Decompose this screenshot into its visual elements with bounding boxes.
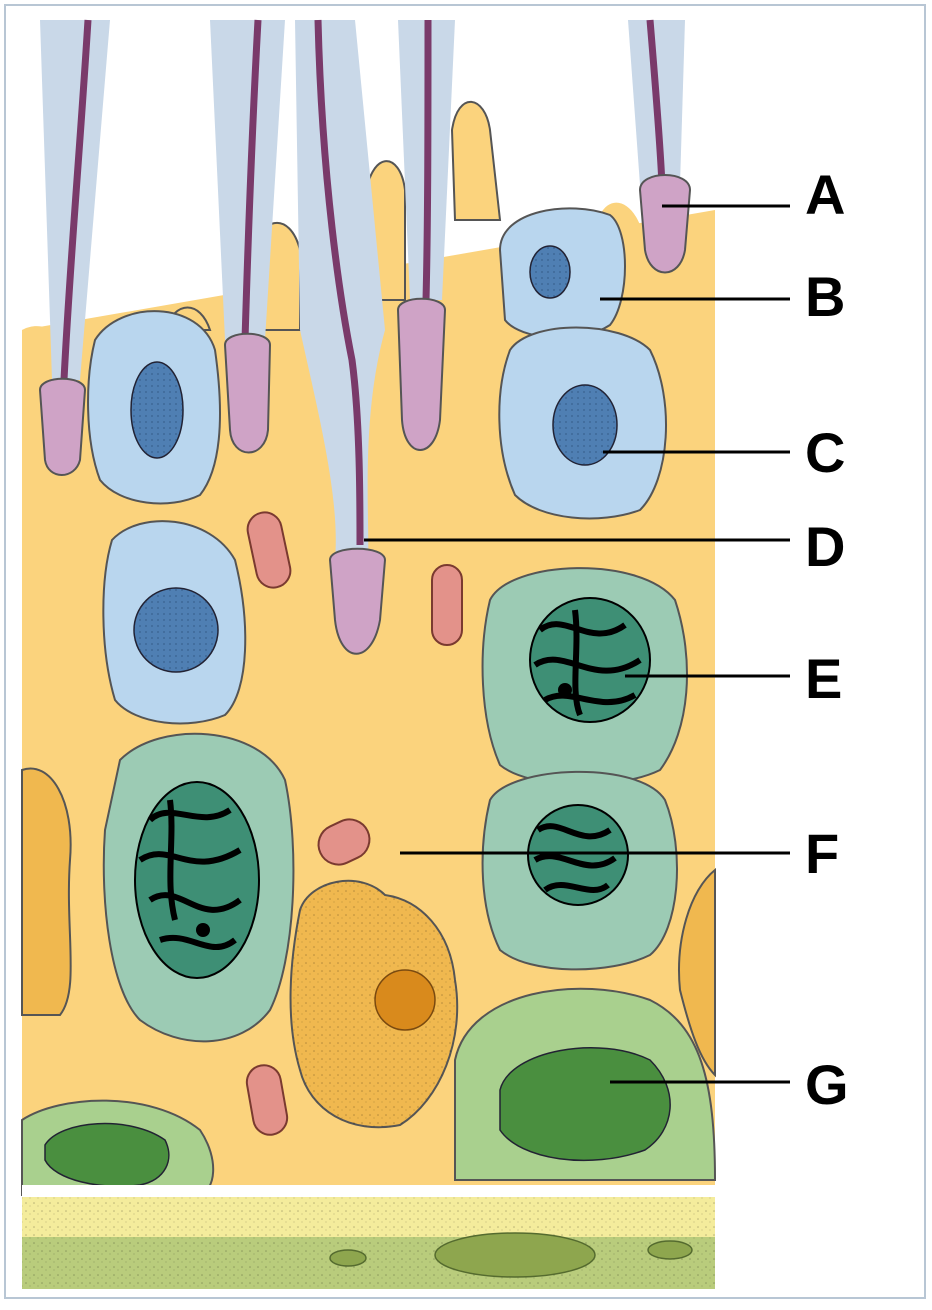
figure-frame [4,4,926,1299]
